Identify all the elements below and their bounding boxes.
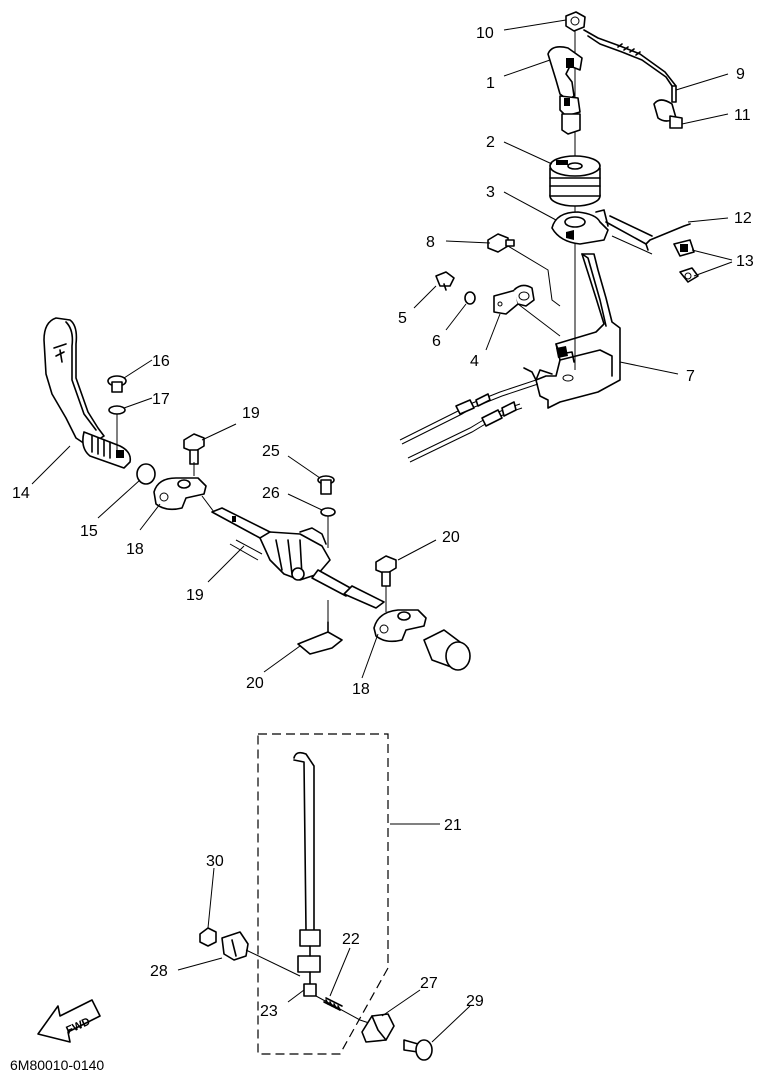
cables	[399, 379, 539, 463]
leader-lines	[31, 19, 733, 1043]
part-1-link	[547, 46, 583, 135]
callout-19: 18	[126, 541, 144, 558]
callout-25: 22	[342, 931, 360, 948]
part-10-nut	[565, 11, 586, 32]
callout-27: 27	[420, 975, 438, 992]
callout-16: 16	[152, 353, 170, 370]
callout-19b: 18	[352, 681, 370, 698]
part-21-plate	[297, 621, 343, 655]
part-20-bolt-a	[183, 433, 205, 465]
part-2-spool	[549, 155, 601, 207]
part-24-rod	[293, 751, 321, 997]
part-15-oring	[136, 463, 156, 485]
diagram-code: 6M80010-0140	[10, 1057, 104, 1073]
part-23-washer	[320, 507, 336, 517]
callout-15: 15	[80, 523, 98, 540]
callout-22: 25	[262, 443, 280, 460]
callout-8: 8	[426, 234, 435, 251]
callout-29: 29	[466, 993, 484, 1010]
callout-17: 17	[152, 391, 170, 408]
part-13-clips	[673, 239, 699, 283]
part-20-bolt-b	[375, 555, 397, 587]
callout-5: 5	[398, 310, 407, 327]
part-22-bolt	[317, 475, 335, 495]
part-5-bolt	[435, 271, 455, 291]
callout-23: 26	[262, 485, 280, 502]
fwd-arrow-icon	[37, 999, 101, 1043]
callout-30: 30	[206, 853, 224, 870]
callout-24: 21	[444, 817, 462, 834]
callout-12: 12	[734, 210, 752, 227]
part-28-clip	[221, 931, 249, 961]
callout-4: 4	[470, 353, 479, 370]
callout-labels: 10 1 9 11 2 3 12 8 13 5 6 4 7 16 17 19 2…	[12, 25, 754, 1020]
callout-7: 7	[686, 368, 695, 385]
fwd-arrow: FWD	[37, 999, 101, 1043]
callout-28: 28	[150, 963, 168, 980]
callout-18: 19	[186, 587, 204, 604]
middle-assembly	[43, 317, 471, 671]
group-24-boundary	[257, 733, 389, 1055]
part-18-shaft	[211, 507, 385, 609]
part-19-collar-a	[153, 477, 207, 511]
part-14-lever	[43, 317, 132, 469]
part-29-screw	[403, 1039, 433, 1061]
callout-14: 14	[12, 485, 30, 502]
callout-26: 23	[260, 1003, 278, 1020]
callout-21: 20	[246, 675, 264, 692]
part-16-screw	[107, 375, 127, 393]
part-4-bracket	[493, 284, 535, 315]
callout-6: 6	[432, 333, 441, 350]
callout-2: 2	[486, 134, 495, 151]
callout-1: 1	[486, 75, 495, 92]
part-8-bolt	[487, 233, 515, 253]
callout-11: 11	[734, 107, 751, 124]
part-30-nut	[199, 927, 217, 947]
part-11-clip	[653, 99, 683, 129]
part-12-rod	[605, 215, 691, 251]
upper-right-assembly	[399, 11, 699, 463]
callout-13: 13	[736, 253, 754, 270]
part-7-bracket	[523, 253, 621, 409]
callout-20b: 20	[442, 529, 460, 546]
part-9-rod	[583, 29, 677, 103]
knob	[423, 629, 471, 671]
callout-10: 10	[476, 25, 494, 42]
lower-assembly	[199, 733, 433, 1061]
callout-3: 3	[486, 184, 495, 201]
callout-9: 9	[736, 66, 745, 83]
part-6-washer	[464, 291, 476, 305]
part-27-bracket	[361, 1013, 395, 1043]
part-3-cam	[551, 209, 609, 245]
callout-20: 19	[242, 405, 260, 422]
part-19-collar-b	[373, 609, 427, 643]
part-17-washer	[108, 405, 126, 415]
